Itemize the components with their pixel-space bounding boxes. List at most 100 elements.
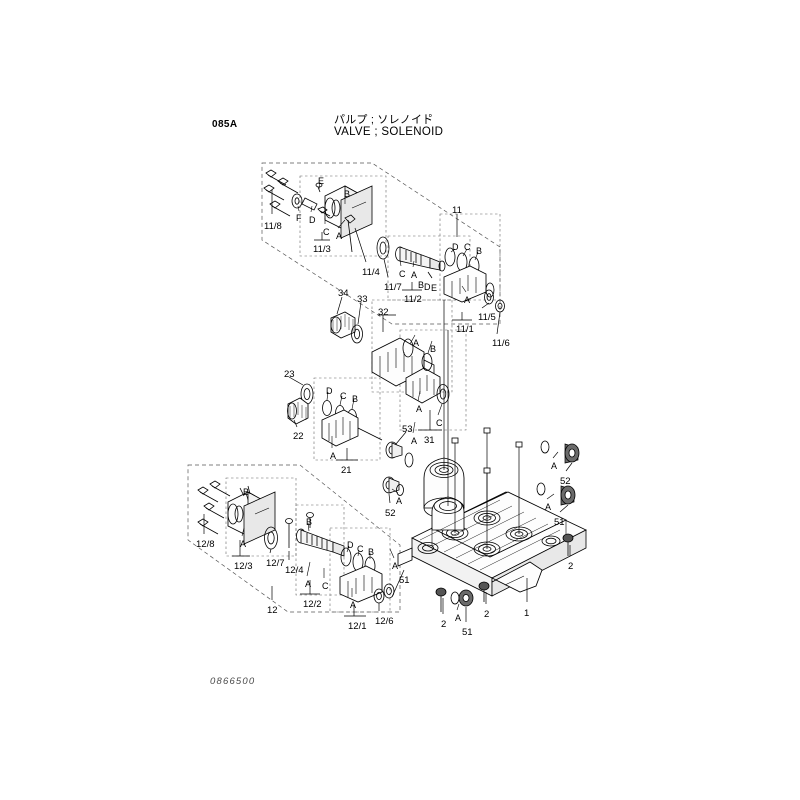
sublabel-A: A [336, 231, 343, 241]
sublabel-C: C [340, 391, 347, 401]
sublabel-A: A [330, 451, 337, 461]
sublabel-C: C [399, 269, 406, 279]
sublabel-B: B [430, 344, 437, 354]
sublabel-A: A [350, 600, 357, 610]
part-11-2-cartridge [395, 246, 446, 279]
sublabel-D: D [424, 282, 431, 292]
group-outline-31 [399, 329, 467, 431]
part-22-bushing [287, 397, 309, 425]
part-11-3-solenoid [291, 182, 373, 239]
sublabel-leader-ticks [241, 182, 559, 611]
group-outline-21 [313, 377, 381, 461]
sublabel-A: A [464, 295, 471, 305]
callout-12-8: 12/8 [196, 539, 215, 550]
part-52-plug-right [540, 440, 580, 464]
sublabel-B: B [418, 280, 425, 290]
sublabel-A: A [411, 270, 418, 280]
part-51-plug-right [536, 482, 576, 506]
sublabel-D: D [452, 242, 459, 252]
part-53-plug [385, 441, 414, 468]
title-english: VALVE ; SOLENOID [334, 126, 444, 138]
part-31-valve [405, 353, 450, 404]
callout-22: 22 [293, 431, 304, 442]
callout-1: 1 [524, 608, 530, 619]
sublabel-E: E [431, 283, 438, 293]
callout-34: 34 [338, 288, 349, 299]
part-12-2-spool [296, 512, 345, 557]
sublabel-A: A [545, 502, 552, 512]
sublabel-D: D [347, 540, 354, 550]
sublabel-B: B [476, 246, 483, 256]
part-34-sleeve [330, 311, 356, 339]
callout-leader-lines [203, 190, 573, 622]
part-11-8-bolts [263, 169, 299, 217]
sublabel-C: C [357, 544, 364, 554]
sublabel-A: A [396, 496, 403, 506]
callout-11-2: 11/2 [404, 294, 422, 305]
part-2-bolts [435, 533, 574, 612]
callout-11-8: 11/8 [264, 221, 282, 232]
part-12-8-bolts [197, 480, 231, 535]
callout-51: 51 [554, 517, 565, 528]
callout-31: 31 [424, 435, 435, 446]
sublabel-A: A [305, 579, 312, 589]
title-japanese: パルプ ; ソレノイト゚ [334, 114, 434, 126]
sublabel-B: B [306, 517, 313, 527]
sublabel-B: B [352, 394, 359, 404]
callout-33: 33 [357, 294, 368, 305]
sublabel-C: C [322, 581, 329, 591]
stem-caps [451, 427, 523, 474]
sublabel-C: C [323, 227, 330, 237]
sublabel-C: C [464, 242, 471, 252]
sublabel-D: D [309, 215, 316, 225]
sublabel-D: D [326, 386, 333, 396]
callout-11-1: 11/1 [456, 324, 474, 335]
sublabel-C: C [436, 418, 443, 428]
callout-21: 21 [341, 465, 352, 476]
callout-32: 32 [378, 307, 389, 318]
drawing-number: 0866500 [210, 676, 256, 687]
callout-51: 51 [462, 627, 473, 638]
part-11-4-and-11-7 [344, 214, 390, 260]
sublabel-A: A [551, 461, 558, 471]
part-12-4-screw [285, 518, 293, 548]
part-11-valve-cartridge [443, 247, 495, 303]
callout-12-7: 12/7 [266, 558, 285, 569]
sublabel-B: B [243, 487, 250, 497]
sublabel-A: A [416, 404, 423, 414]
callout-11-5: 11/5 [478, 312, 496, 323]
sublabel-A: A [240, 539, 247, 549]
part-12-3-solenoid [227, 485, 276, 545]
callout-2: 2 [441, 619, 447, 630]
callout-51: 51 [399, 575, 410, 586]
callout-11-7: 11/7 [384, 282, 402, 293]
callout-12-6: 12/6 [375, 616, 394, 627]
page-code: 085A [212, 119, 238, 130]
callout-11-3: 11/3 [313, 244, 331, 255]
callout-12-3: 12/3 [234, 561, 253, 572]
part-51-plug-bottom [383, 583, 474, 607]
sublabel-F: F [296, 213, 302, 223]
callout-11-4: 11/4 [362, 267, 380, 278]
callout-11-6: 11/6 [492, 338, 510, 349]
sublabel-B: B [344, 189, 351, 199]
callout-12: 12 [267, 605, 278, 616]
sublabel-A: A [392, 561, 399, 571]
callout-2: 2 [568, 561, 574, 572]
callout-53: 53 [402, 424, 413, 435]
callout-12-2: 12/2 [303, 599, 322, 610]
group-outline-32 [371, 299, 453, 393]
part-52-plug-left [382, 476, 404, 496]
sublabel-E: E [318, 176, 325, 186]
callout-11: 11 [452, 205, 462, 216]
callout-52: 52 [560, 476, 571, 487]
group-outline-12 [187, 464, 401, 613]
callout-12-1: 12/1 [348, 621, 367, 632]
callout-52: 52 [385, 508, 396, 519]
part-33-oring [351, 324, 363, 344]
sublabel-B: B [368, 547, 375, 557]
part-21-cartridge [321, 400, 383, 447]
part-12-1-cartridge [339, 547, 383, 603]
